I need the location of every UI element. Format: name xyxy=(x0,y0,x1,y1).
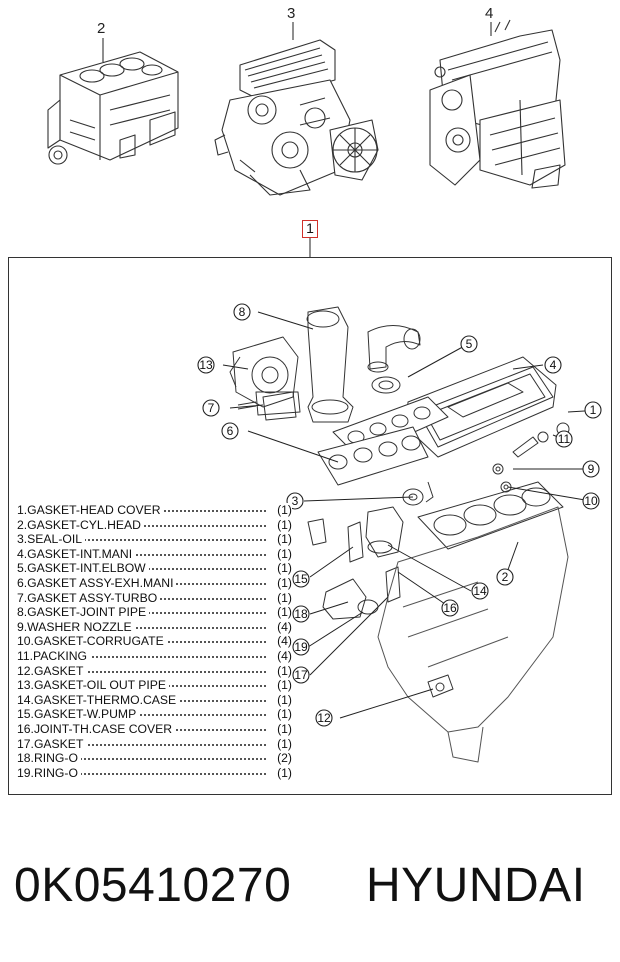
part-qty: (4) xyxy=(268,648,292,664)
head-cover-gasket-drawing xyxy=(417,366,554,448)
part-name: 19.RING-O xyxy=(17,765,81,781)
exploded-gasket-diagram: 1 2 3 4 5 6 7 8 9 10 11 12 13 14 15 16 1… xyxy=(197,303,602,763)
part-qty: (4) xyxy=(268,619,292,635)
callout-10: 10 xyxy=(584,494,598,508)
part-qty: (1) xyxy=(268,503,292,518)
assembly-number-2: 2 xyxy=(97,20,106,37)
part-qty: (4) xyxy=(268,634,292,649)
part-qty: (2) xyxy=(268,751,292,766)
part-name: 2.GASKET-CYL.HEAD xyxy=(17,517,144,533)
part-row: 3.SEAL-OIL (1) xyxy=(17,532,292,547)
callout-11: 11 xyxy=(558,432,571,446)
kit-number: 1 xyxy=(306,220,314,236)
part-row: 1.GASKET-HEAD COVER (1) xyxy=(17,503,292,518)
exhaust-elbow-drawing xyxy=(306,306,354,423)
callout-1: 1 xyxy=(590,403,597,417)
cylinder-head-gasket-drawing xyxy=(417,481,564,550)
callout-17: 17 xyxy=(294,668,308,682)
kit-number-box: 1 xyxy=(302,220,318,238)
part-name: 10.GASKET-CORRUGATE xyxy=(17,634,167,649)
callout-13: 13 xyxy=(199,358,213,372)
part-row: 6.GASKET ASSY-EXH.MANI (1) xyxy=(17,575,292,591)
part-name: 7.GASKET ASSY-TURBO xyxy=(17,590,161,606)
exhaust-manifold-gasket-drawing xyxy=(317,426,429,486)
part-row: 2.GASKET-CYL.HEAD (1) xyxy=(17,517,292,533)
callout-5: 5 xyxy=(466,337,473,351)
part-qty: (1) xyxy=(268,765,292,781)
part-qty: (1) xyxy=(268,590,292,606)
part-row: 14.GASKET-THERMO.CASE (1) xyxy=(17,692,292,708)
part-name: 6.GASKET ASSY-EXH.MANI xyxy=(17,575,177,591)
callout-14: 14 xyxy=(473,584,487,598)
intake-elbow-drawing xyxy=(367,325,421,373)
callout-15: 15 xyxy=(294,572,308,586)
part-row: 17.GASKET (1) xyxy=(17,736,292,752)
part-qty: (1) xyxy=(268,721,292,737)
brand-name: HYUNDAI xyxy=(366,859,586,912)
part-name: 11.PACKING xyxy=(17,648,90,664)
part-qty: (1) xyxy=(268,736,292,752)
engine-block-outline xyxy=(377,506,569,763)
part-row: 13.GASKET-OIL OUT PIPE (1) xyxy=(17,678,292,693)
kit-leader xyxy=(309,238,311,257)
callout-3: 3 xyxy=(292,494,299,508)
turbocharger-drawing xyxy=(229,336,301,416)
part-row: 9.WASHER NOZZLE (4) xyxy=(17,619,292,635)
callout-8: 8 xyxy=(239,305,246,319)
part-name: 9.WASHER NOZZLE xyxy=(17,619,135,635)
assembly-number-4: 4 xyxy=(485,5,494,22)
part-row: 10.GASKET-CORRUGATE (4) xyxy=(17,634,292,649)
part-row: 16.JOINT-TH.CASE COVER (1) xyxy=(17,721,292,737)
part-row: 4.GASKET-INT.MANI (1) xyxy=(17,546,292,562)
part-name: 17.GASKET xyxy=(17,736,87,752)
turbo-engine-illustration xyxy=(214,39,379,196)
part-qty: (1) xyxy=(268,663,292,679)
callout-18: 18 xyxy=(294,607,308,621)
part-qty: (1) xyxy=(268,707,292,722)
callout-4: 4 xyxy=(550,358,557,372)
thermostat-housing-drawing xyxy=(347,506,404,563)
callout-12: 12 xyxy=(317,711,331,725)
assembly-number-3: 3 xyxy=(287,5,296,22)
part-name: 14.GASKET-THERMO.CASE xyxy=(17,692,180,708)
callout-6: 6 xyxy=(227,424,234,438)
callout-19: 19 xyxy=(294,640,308,654)
part-qty: (1) xyxy=(268,561,292,576)
callout-2: 2 xyxy=(502,570,509,584)
gasket-kit-diagram-frame xyxy=(8,257,612,795)
part-name: 12.GASKET xyxy=(17,663,87,679)
short-block-illustration xyxy=(47,51,179,165)
callout-9: 9 xyxy=(588,462,595,476)
part-row: 19.RING-O (1) xyxy=(17,765,292,781)
callout-16: 16 xyxy=(443,601,457,615)
part-qty: (1) xyxy=(268,575,292,591)
part-row: 12.GASKET (1) xyxy=(17,663,292,679)
callout-7: 7 xyxy=(208,401,215,415)
part-qty: (1) xyxy=(268,605,292,620)
part-row: 8.GASKET-JOINT PIPE (1) xyxy=(17,605,292,620)
part-name: 4.GASKET-INT.MANI xyxy=(17,546,136,562)
part-name: 8.GASKET-JOINT PIPE xyxy=(17,605,150,620)
part-row: 18.RING-O (2) xyxy=(17,751,292,766)
top-assemblies-illustration xyxy=(47,19,566,196)
part-name: 13.GASKET-OIL OUT PIPE xyxy=(17,678,170,693)
part-row: 5.GASKET-INT.ELBOW (1) xyxy=(17,561,292,576)
parts-list: 1.GASKET-HEAD COVER (1) 2.GASKET-CYL.HEAD… xyxy=(17,503,292,781)
part-name: 1.GASKET-HEAD COVER xyxy=(17,503,164,518)
part-name: 18.RING-O xyxy=(17,751,81,766)
part-row: 11.PACKING (4) xyxy=(17,648,292,664)
part-name: 16.JOINT-TH.CASE COVER xyxy=(17,721,176,737)
part-qty: (1) xyxy=(268,678,292,693)
part-row: 15.GASKET-W.PUMP (1) xyxy=(17,707,292,722)
part-name: 15.GASKET-W.PUMP xyxy=(17,707,140,722)
part-row: 7.GASKET ASSY-TURBO (1) xyxy=(17,590,292,606)
part-number: 0K05410270 xyxy=(14,859,292,912)
part-qty: (1) xyxy=(268,692,292,708)
part-name: 5.GASKET-INT.ELBOW xyxy=(17,561,149,576)
part-qty: (1) xyxy=(268,517,292,533)
part-qty: (1) xyxy=(268,546,292,562)
timing-engine-illustration xyxy=(429,19,566,189)
part-name: 3.SEAL-OIL xyxy=(17,532,86,547)
part-qty: (1) xyxy=(268,532,292,547)
